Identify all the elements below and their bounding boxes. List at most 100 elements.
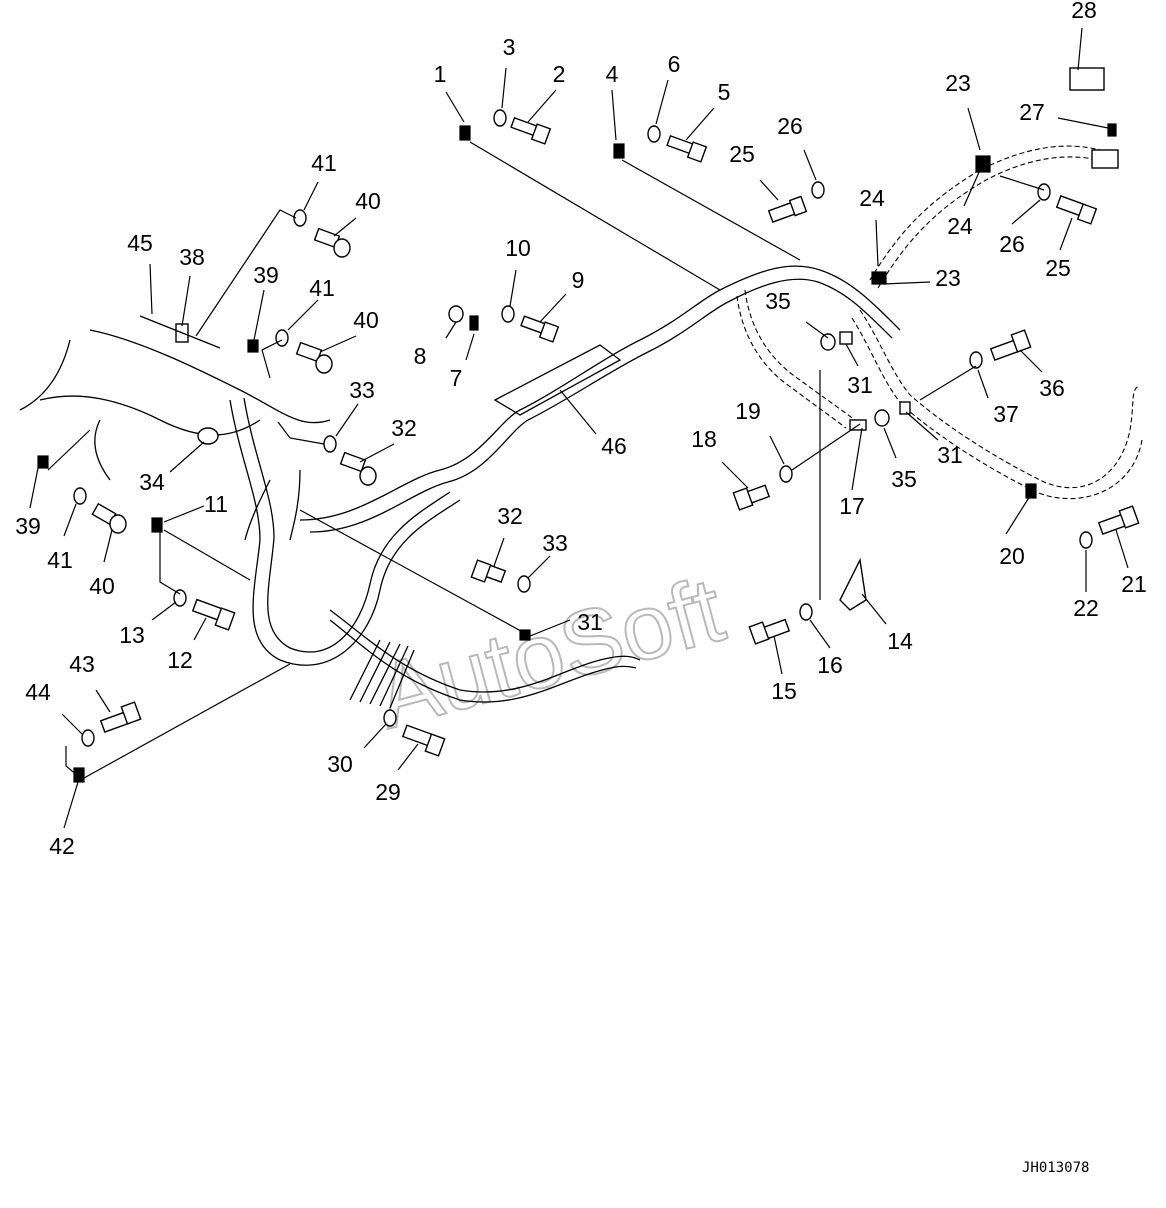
callout-38: 38 bbox=[179, 244, 205, 270]
callout-15: 15 bbox=[771, 678, 797, 704]
callout-45: 45 bbox=[127, 230, 153, 256]
connector-28 bbox=[1069, 67, 1105, 91]
bolt-12 bbox=[191, 598, 236, 631]
connector-block bbox=[1091, 149, 1119, 169]
callout-6: 6 bbox=[668, 51, 681, 77]
callout-19: 19 bbox=[735, 398, 761, 424]
bolt-29 bbox=[401, 724, 446, 757]
leader-lines bbox=[29, 27, 1129, 829]
callout-26-upper: 26 bbox=[777, 113, 803, 139]
banjo-40-top bbox=[313, 227, 351, 258]
callout-7: 7 bbox=[450, 365, 463, 391]
callout-23-top: 23 bbox=[945, 70, 971, 96]
callout-21: 21 bbox=[1121, 571, 1147, 597]
watermark-text: AutoSoft bbox=[366, 558, 733, 748]
washer-30 bbox=[383, 709, 397, 727]
callout-41-mid: 41 bbox=[309, 275, 335, 301]
bracket-14 bbox=[839, 557, 867, 611]
callout-8: 8 bbox=[414, 343, 427, 369]
cap-35-lower bbox=[874, 409, 890, 427]
bolt-9 bbox=[520, 315, 560, 343]
callout-41-left: 41 bbox=[47, 547, 73, 573]
washer-10 bbox=[501, 305, 515, 323]
washer-44 bbox=[81, 729, 95, 747]
drawing-code: JH013078 bbox=[1022, 1160, 1089, 1176]
washer-37 bbox=[969, 351, 983, 369]
rod-45 bbox=[139, 315, 221, 349]
callout-31-mid: 31 bbox=[847, 372, 873, 398]
washer-41-left bbox=[73, 487, 87, 505]
callout-33-left: 33 bbox=[349, 377, 375, 403]
bolt-18 bbox=[732, 484, 771, 511]
callout-31-lower: 31 bbox=[577, 609, 603, 635]
callout-5: 5 bbox=[718, 79, 731, 105]
clamp-7 bbox=[469, 315, 479, 331]
callout-32-left: 32 bbox=[391, 415, 417, 441]
clamp-24-lower bbox=[871, 271, 887, 285]
clamp-42 bbox=[73, 767, 85, 783]
callout-17: 17 bbox=[839, 493, 865, 519]
callout-39-top: 39 bbox=[253, 262, 279, 288]
callout-13: 13 bbox=[119, 622, 145, 648]
bolt-21 bbox=[1097, 505, 1140, 535]
bolt-2 bbox=[510, 116, 552, 145]
callout-32-mid: 32 bbox=[497, 503, 523, 529]
callout-36: 36 bbox=[1039, 375, 1065, 401]
callout-14: 14 bbox=[887, 628, 913, 654]
bolt-15 bbox=[748, 618, 791, 645]
callout-25-upper: 25 bbox=[729, 141, 755, 167]
clamp-4 bbox=[613, 143, 625, 159]
callout-16: 16 bbox=[817, 652, 843, 678]
clamp-20 bbox=[1025, 483, 1037, 499]
callout-39-left: 39 bbox=[15, 513, 41, 539]
callout-37: 37 bbox=[993, 401, 1019, 427]
clamp-27 bbox=[1107, 123, 1117, 137]
washer-33-left bbox=[323, 435, 337, 453]
banjo-40-left bbox=[91, 502, 127, 534]
clamp-39-mid bbox=[247, 339, 259, 353]
bolt-25-upper bbox=[767, 195, 808, 223]
callout-2: 2 bbox=[553, 61, 566, 87]
banjo-40-mid bbox=[295, 341, 333, 374]
callout-26-right: 26 bbox=[999, 231, 1025, 257]
cap-35-upper bbox=[820, 333, 836, 351]
callout-40-mid: 40 bbox=[353, 307, 379, 333]
ring-34 bbox=[197, 427, 219, 445]
callout-31-right: 31 bbox=[937, 442, 963, 468]
callout-labels: 1 2 3 4 5 6 7 8 9 10 11 12 13 14 15 16 1… bbox=[15, 0, 1147, 859]
bolt-36 bbox=[989, 329, 1032, 361]
bolt-32-mid bbox=[470, 559, 507, 583]
callout-24-mid: 24 bbox=[859, 185, 885, 211]
union-31-right bbox=[899, 401, 911, 415]
callout-33-mid: 33 bbox=[542, 530, 568, 556]
harness-routing bbox=[19, 145, 1143, 709]
washer-33-mid bbox=[517, 575, 531, 593]
callout-28: 28 bbox=[1071, 0, 1097, 23]
callout-11: 11 bbox=[204, 491, 228, 517]
callout-10: 10 bbox=[505, 235, 531, 261]
callout-25-right: 25 bbox=[1045, 255, 1071, 281]
callout-22: 22 bbox=[1073, 595, 1099, 621]
callout-40-top: 40 bbox=[355, 188, 381, 214]
callout-41-top: 41 bbox=[311, 150, 337, 176]
union-31-lower bbox=[519, 629, 531, 641]
callout-40-left: 40 bbox=[89, 573, 115, 599]
washer-22 bbox=[1079, 531, 1093, 549]
callout-43: 43 bbox=[69, 651, 95, 677]
callout-12: 12 bbox=[167, 647, 193, 673]
callout-44: 44 bbox=[25, 679, 51, 705]
callout-3: 3 bbox=[503, 34, 516, 60]
union-31-upper bbox=[839, 331, 853, 345]
parts bbox=[37, 67, 1140, 783]
washer-13 bbox=[173, 589, 187, 607]
washer-41-top bbox=[293, 209, 307, 227]
clamp-39-left bbox=[37, 455, 49, 469]
callout-29: 29 bbox=[375, 779, 401, 805]
callout-9: 9 bbox=[572, 267, 585, 293]
washer-3 bbox=[493, 109, 507, 127]
washer-16 bbox=[799, 603, 813, 621]
callout-35-lower: 35 bbox=[891, 466, 917, 492]
callout-1: 1 bbox=[434, 61, 447, 87]
callout-27: 27 bbox=[1019, 99, 1045, 125]
